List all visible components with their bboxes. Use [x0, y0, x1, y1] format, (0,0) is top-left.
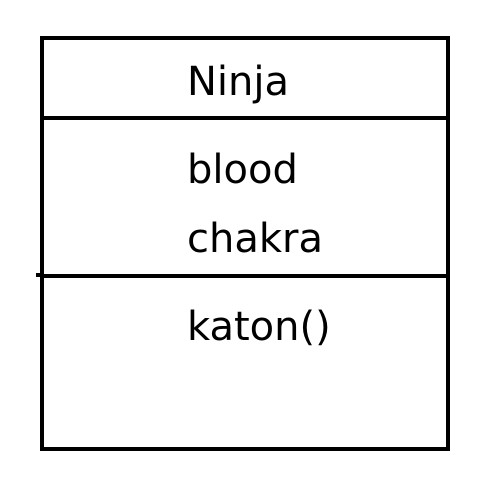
class-name: Ninja: [187, 59, 290, 105]
attributes-compartment: blood chakra: [44, 120, 446, 278]
methods-compartment: katon(): [44, 278, 446, 447]
divider-line-overhang: [36, 273, 44, 277]
attribute-item: blood: [187, 147, 298, 193]
class-name-compartment: Ninja: [44, 40, 446, 120]
method-item: katon(): [187, 304, 331, 350]
uml-class-box: Ninja blood chakra katon(): [40, 36, 450, 451]
attribute-item: chakra: [187, 216, 323, 262]
